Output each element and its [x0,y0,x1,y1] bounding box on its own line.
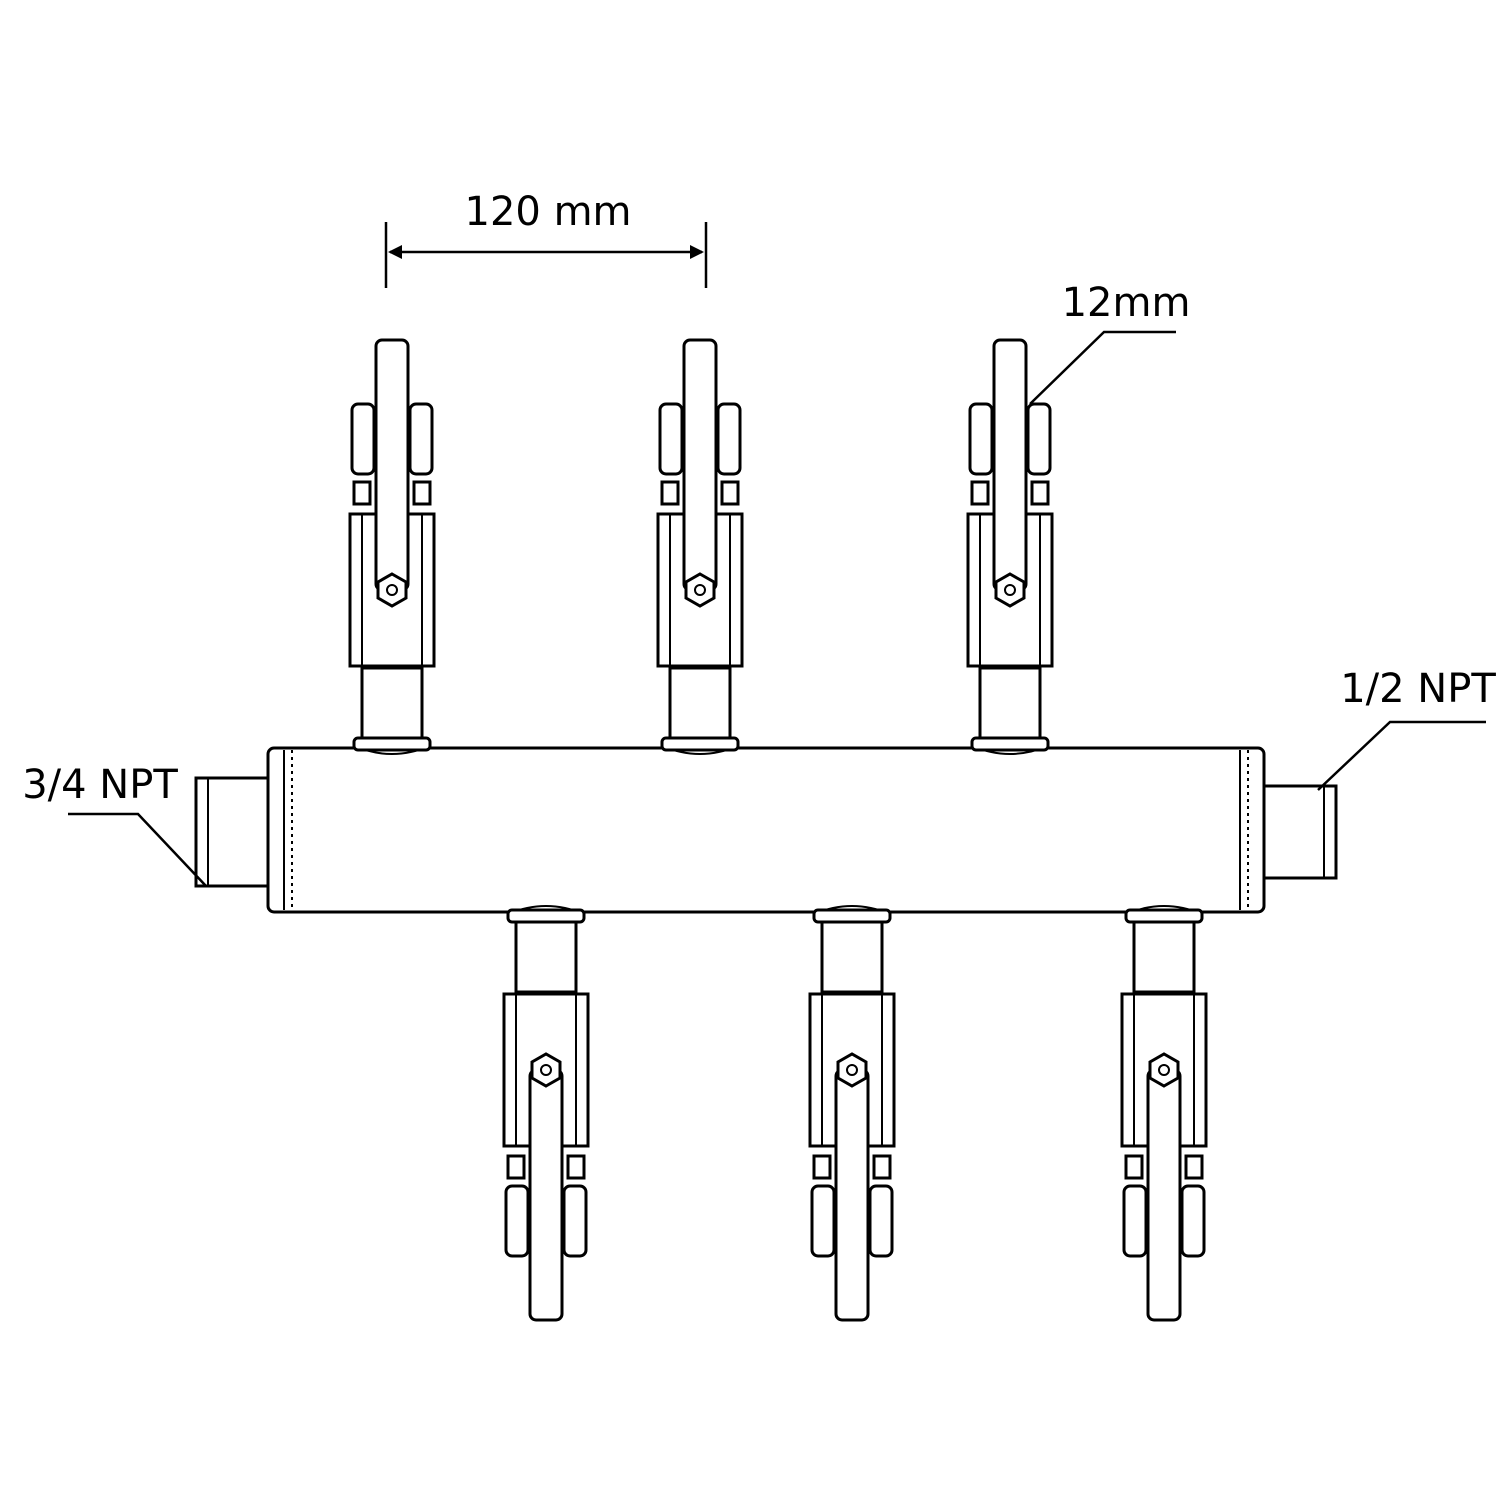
spacing-label: 120 mm [465,189,632,235]
inlet-right-fitting [1262,784,1338,880]
spacing-dimension: 120 mm [384,189,708,288]
valve-bottom-3 [1120,904,1208,1322]
valve-bottom-2 [808,904,896,1322]
valve-bottom-1 [502,904,590,1322]
inlet-right-leader: 1/2 NPT [1317,666,1496,791]
outlet-size-leader: 12mm [1029,280,1191,405]
manifold-body [266,746,1266,914]
valve-top-1 [348,338,436,756]
inlet-right-label: 1/2 NPT [1340,666,1496,712]
valve-top-2 [656,338,744,756]
inlet-left-fitting [194,776,270,888]
inlet-left-leader: 3/4 NPT [22,762,207,887]
outlet-size-label: 12mm [1062,280,1191,326]
inlet-left-label: 3/4 NPT [22,762,178,808]
valve-top-3 [966,338,1054,756]
